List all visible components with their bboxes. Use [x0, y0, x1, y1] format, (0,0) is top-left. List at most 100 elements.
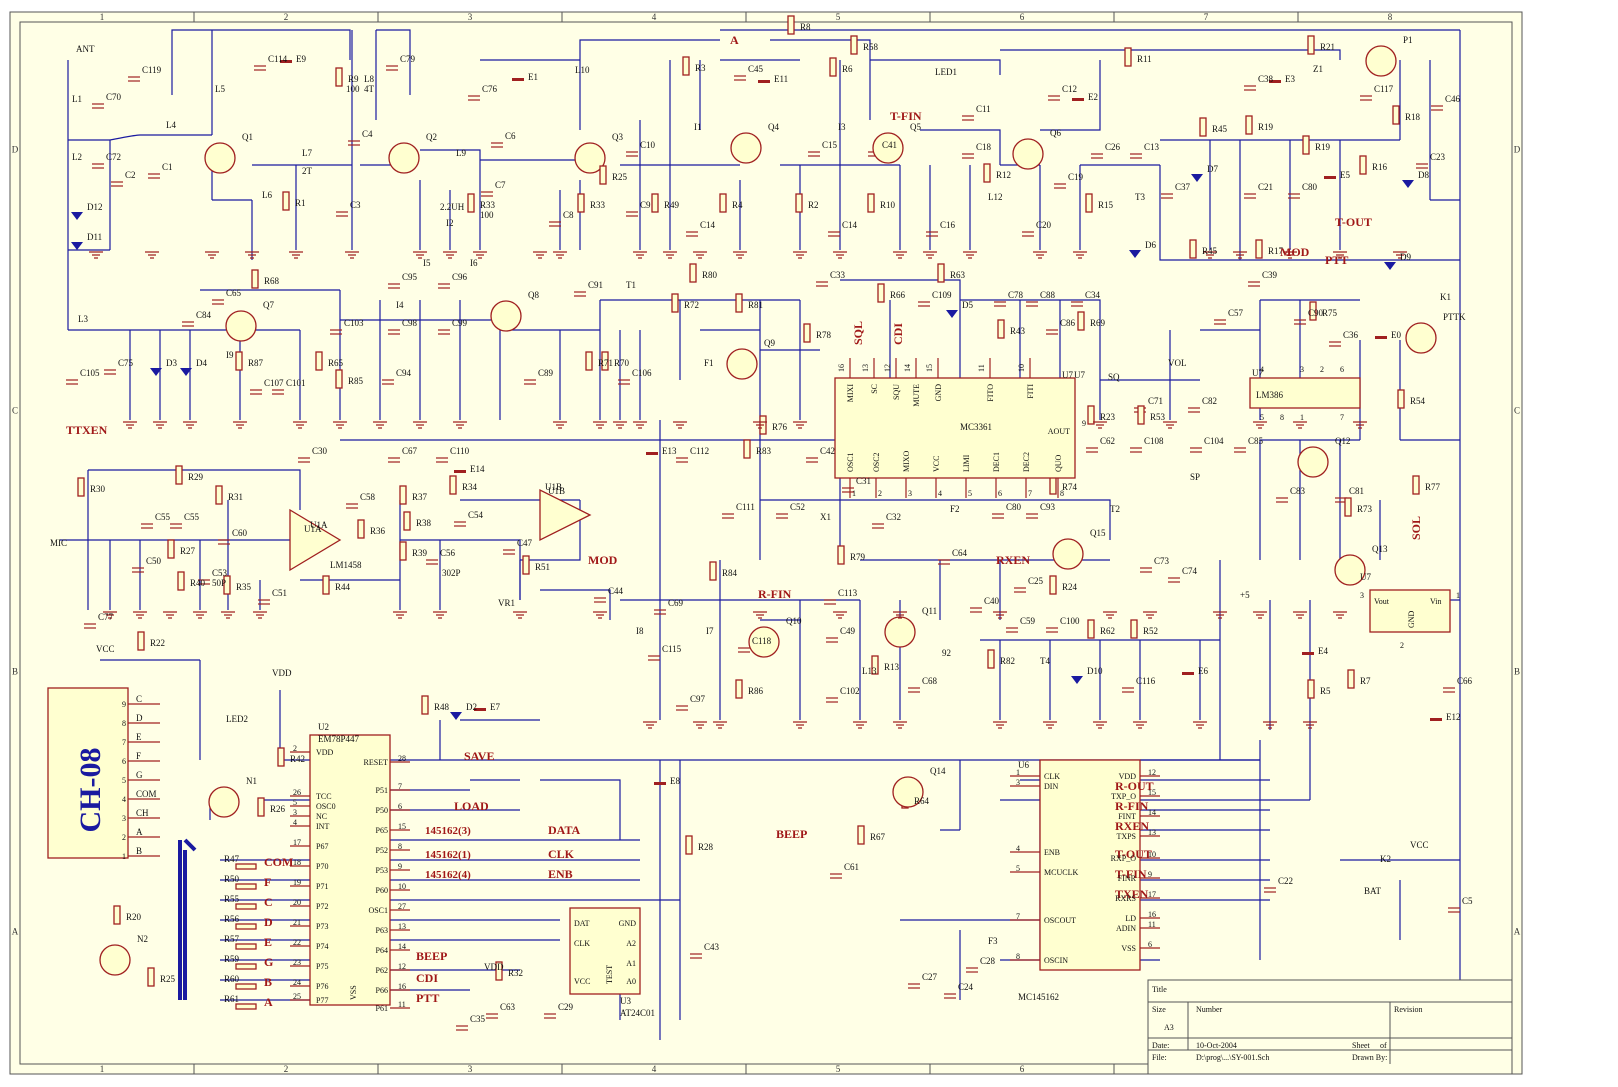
resistor-symbol	[399, 485, 407, 505]
component-label: C14	[700, 220, 716, 230]
component-label: 302P	[442, 568, 461, 578]
component-label: C19	[1068, 172, 1084, 182]
component-label: Q8	[528, 290, 539, 300]
component-label: R9	[348, 74, 359, 84]
resistor-symbol	[235, 983, 257, 990]
transistor-symbol	[574, 142, 606, 174]
component-label: L4	[166, 120, 176, 130]
component-label: R53	[1150, 412, 1166, 422]
resistor-symbol	[743, 439, 751, 459]
mcu-pin-number: 8	[398, 842, 402, 851]
tx-mixer-band	[68, 279, 1460, 560]
component-label: Q9	[764, 338, 775, 348]
net-label-tout-top: T-OUT	[1335, 215, 1372, 229]
net-label-tfin-top: T-FIN	[890, 109, 922, 123]
component-label: SP	[1190, 472, 1200, 482]
audio-amp-chip	[1249, 377, 1361, 409]
diode-symbol	[1402, 180, 1414, 188]
component-label: C54	[468, 510, 484, 520]
resistor-symbol	[235, 903, 257, 910]
pll-pin-number: 13	[1148, 828, 1156, 837]
component-label: R62	[1100, 626, 1115, 636]
component-label: C6	[505, 131, 516, 141]
display-pin-number: 3	[122, 814, 126, 823]
net-label-sql: SQL	[851, 321, 865, 345]
diode-symbol	[1071, 676, 1083, 684]
component-label: C85	[1248, 436, 1264, 446]
component-label: R76	[772, 422, 788, 432]
component-label: X1	[820, 512, 831, 522]
transistor-symbol	[1405, 322, 1437, 354]
resistor-symbol	[1130, 619, 1138, 639]
segment-resistor: R47	[224, 854, 240, 864]
component-label: R21	[1320, 42, 1335, 52]
mcu-pin-number: 17	[293, 838, 301, 847]
pll-pin-number: 12	[1148, 768, 1156, 777]
ground-symbol	[833, 611, 847, 619]
ground-symbol	[553, 421, 567, 429]
transistor-symbol	[99, 944, 131, 976]
resistor-symbol	[335, 369, 343, 389]
component-label: R45	[1212, 124, 1228, 134]
ground-symbol	[633, 251, 647, 259]
component-label: R70	[614, 358, 630, 368]
zone-label-left: C	[12, 406, 18, 416]
component-label: C46	[1445, 94, 1461, 104]
component-label: C79	[400, 54, 416, 64]
resistor-symbol	[1359, 155, 1367, 175]
resistor-symbol	[235, 943, 257, 950]
if-chip-pin-number: 15	[925, 364, 934, 372]
ground-symbol	[893, 251, 907, 259]
eeprom-test: TEST	[605, 965, 614, 984]
segment-letter: COM	[264, 855, 293, 869]
pll-pin-number: 5	[1016, 864, 1020, 873]
net-label-p145-3: 145162(3)	[425, 825, 471, 837]
opamp-u1b	[539, 488, 592, 542]
component-label: R33	[590, 200, 606, 210]
display-pin-name: G	[136, 770, 143, 780]
audio-amp-pin-number: 8	[1280, 413, 1284, 422]
ground-symbol	[443, 251, 457, 259]
component-label: C69	[668, 598, 684, 608]
mcu-pin-name: P60	[376, 886, 388, 895]
component-label: C65	[226, 288, 242, 298]
component-label: E4	[1318, 646, 1328, 656]
component-label: I8	[636, 626, 644, 636]
component-label: R10	[880, 200, 896, 210]
resistor-symbol	[719, 193, 727, 213]
component-label: C100	[1060, 616, 1080, 626]
ground-symbol	[633, 421, 647, 429]
regulator-pin: 2	[1400, 641, 1404, 650]
component-label: R77	[1425, 482, 1441, 492]
component-label: Q5	[910, 122, 921, 132]
component-label: R20	[126, 912, 142, 922]
component-label: C27	[922, 972, 938, 982]
component-label: C102	[840, 686, 860, 696]
ground-symbol	[1033, 251, 1047, 259]
component-label: R8	[800, 22, 811, 32]
resistor-symbol	[257, 797, 265, 817]
component-label: L13	[862, 666, 877, 676]
transistor-symbol	[1012, 138, 1044, 170]
if-chip-pin-number: 16	[837, 364, 846, 372]
electrolytic-symbol	[1324, 176, 1336, 179]
title-block-text: Title	[1152, 985, 1167, 994]
component-label: Q7	[263, 300, 274, 310]
component-label: D6	[1145, 240, 1156, 250]
component-label: C22	[1278, 876, 1293, 886]
component-label: C112	[690, 446, 709, 456]
resistor-symbol	[735, 293, 743, 313]
if-chip-pin-number: 11	[977, 364, 986, 372]
display-pin-number: 6	[122, 757, 126, 766]
title-block-text: Date:	[1152, 1041, 1169, 1050]
component-label: C117	[1374, 84, 1394, 94]
component-label: C43	[704, 942, 720, 952]
pll-pin-number: 6	[1148, 940, 1152, 949]
opamp-a-ref: U1A	[304, 524, 322, 534]
component-label: ANT	[76, 44, 95, 54]
component-label: C34	[1085, 290, 1101, 300]
component-label: R43	[1010, 326, 1026, 336]
component-label: E2	[1088, 92, 1098, 102]
component-label: Q1	[242, 132, 253, 142]
mcu-pin-number: 4	[293, 818, 297, 827]
